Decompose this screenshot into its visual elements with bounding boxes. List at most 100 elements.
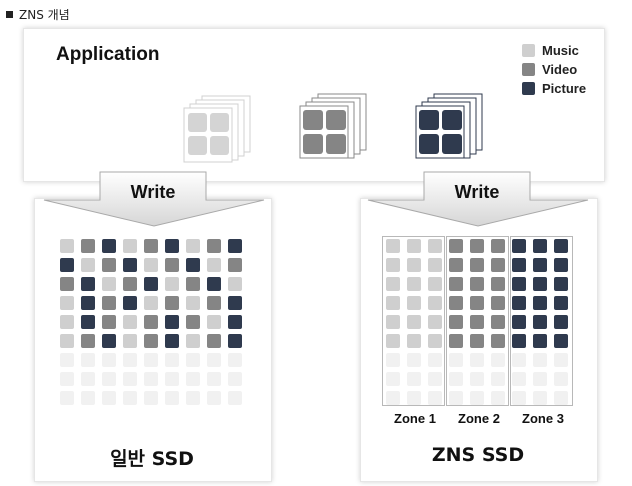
picture-block	[512, 258, 526, 272]
empty-block	[81, 372, 95, 386]
video-file-stack-icon	[299, 93, 367, 159]
picture-block	[102, 334, 116, 348]
music-block	[60, 315, 74, 329]
video-block	[449, 258, 463, 272]
empty-block	[207, 391, 221, 405]
picture-block	[228, 239, 242, 253]
video-block	[491, 277, 505, 291]
music-block	[60, 296, 74, 310]
music-block	[123, 239, 137, 253]
music-block	[407, 239, 421, 253]
music-block	[60, 334, 74, 348]
square-bullet-icon	[6, 11, 13, 18]
video-block	[207, 239, 221, 253]
music-block	[407, 315, 421, 329]
empty-block	[533, 353, 547, 367]
video-block	[207, 296, 221, 310]
video-block	[491, 258, 505, 272]
empty-block	[228, 391, 242, 405]
music-block	[428, 239, 442, 253]
figure-caption: ZNS 개념	[6, 6, 70, 23]
music-block	[165, 277, 179, 291]
music-block	[144, 296, 158, 310]
empty-block	[386, 353, 400, 367]
zns-zone-area	[382, 236, 573, 406]
music-block	[123, 334, 137, 348]
caption-text: ZNS 개념	[19, 8, 70, 22]
video-block	[491, 334, 505, 348]
picture-block	[81, 277, 95, 291]
video-block	[102, 258, 116, 272]
music-block	[386, 258, 400, 272]
video-block	[81, 334, 95, 348]
picture-file-stack-icon	[415, 93, 483, 159]
empty-block	[428, 353, 442, 367]
video-block	[144, 315, 158, 329]
picture-block	[533, 258, 547, 272]
empty-block	[228, 353, 242, 367]
empty-block	[81, 353, 95, 367]
video-block	[449, 315, 463, 329]
music-block	[407, 277, 421, 291]
picture-block	[533, 315, 547, 329]
zns-ssd-block-grid	[386, 239, 576, 409]
music-block	[102, 277, 116, 291]
picture-block	[554, 258, 568, 272]
empty-block	[165, 391, 179, 405]
zone-2-box	[446, 236, 509, 406]
empty-block	[554, 391, 568, 405]
empty-block	[102, 353, 116, 367]
music-block	[81, 258, 95, 272]
picture-block	[554, 315, 568, 329]
picture-block	[533, 277, 547, 291]
write-label-left: Write	[131, 182, 176, 202]
empty-block	[386, 391, 400, 405]
video-block	[144, 334, 158, 348]
zone-3-label: Zone 3	[522, 411, 564, 426]
zone-1-box	[382, 236, 445, 406]
empty-block	[60, 372, 74, 386]
empty-block	[123, 372, 137, 386]
picture-block	[228, 296, 242, 310]
empty-block	[512, 391, 526, 405]
empty-block	[491, 391, 505, 405]
empty-block	[554, 353, 568, 367]
legend-swatch-video	[522, 63, 535, 76]
picture-block	[228, 315, 242, 329]
video-block	[228, 258, 242, 272]
music-block	[386, 296, 400, 310]
music-block	[428, 334, 442, 348]
picture-block	[60, 258, 74, 272]
picture-block	[533, 334, 547, 348]
picture-block	[102, 239, 116, 253]
empty-block	[449, 391, 463, 405]
empty-block	[60, 353, 74, 367]
empty-block	[491, 353, 505, 367]
music-block	[386, 315, 400, 329]
video-block	[449, 296, 463, 310]
empty-block	[470, 353, 484, 367]
picture-block	[512, 296, 526, 310]
video-block	[470, 277, 484, 291]
video-block	[470, 239, 484, 253]
empty-block	[449, 372, 463, 386]
empty-block	[386, 372, 400, 386]
empty-block	[165, 372, 179, 386]
picture-block	[123, 258, 137, 272]
empty-block	[186, 353, 200, 367]
write-label-right: Write	[455, 182, 500, 202]
legend-label-video: Video	[542, 62, 578, 77]
video-block	[449, 277, 463, 291]
empty-block	[533, 372, 547, 386]
empty-block	[186, 372, 200, 386]
picture-block	[512, 277, 526, 291]
legend-swatch-music	[522, 44, 535, 57]
picture-block	[554, 277, 568, 291]
video-block	[491, 239, 505, 253]
write-arrow-left: Write	[43, 171, 265, 227]
video-block	[491, 296, 505, 310]
empty-block	[554, 372, 568, 386]
file-stacks	[183, 93, 483, 163]
video-block	[123, 277, 137, 291]
empty-block	[123, 353, 137, 367]
